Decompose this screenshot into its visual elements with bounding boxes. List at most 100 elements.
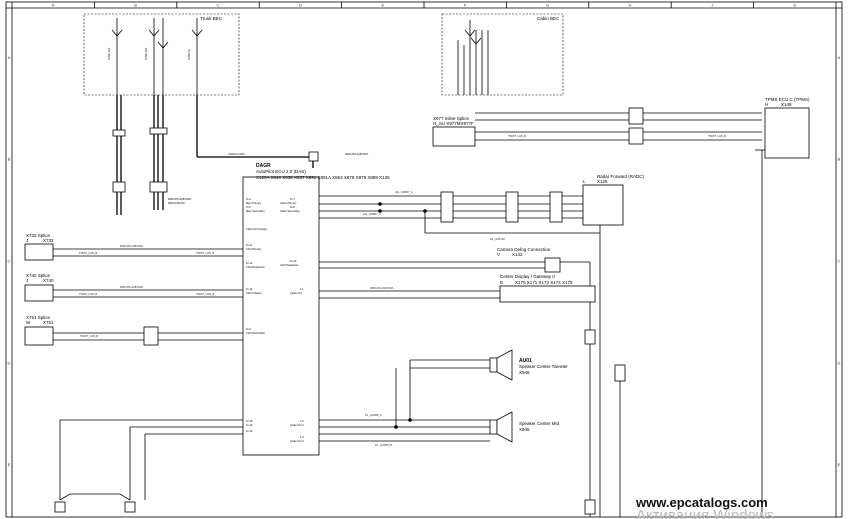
dagr-name: AutoPilot ECU 2.0 (DAS) [256,169,306,174]
grid-row-label: B [8,157,11,162]
x977-inline-splice: X977 Inline Splice H_SU X977MX977F TWIST… [432,107,762,147]
svg-text:9000 ATA AAB WCK: 9000 ATA AAB WCK [120,285,144,289]
svg-text:TWIST_CAN_B: TWIST_CAN_B [80,334,98,338]
svg-text:11.19: 11.19 [290,259,297,263]
svg-text:Z1 _AUD28_A: Z1 _AUD28_A [365,413,382,417]
svg-text:TWIST_CAN_B: TWIST_CAN_B [79,292,97,296]
speaker-mid: Speaker Center Mid X945 Z1 _AUD28_A Z2 _… [319,411,560,447]
svg-text:FUSE 15A: FUSE 15A [144,47,148,60]
x751-splice: X751 Splice W X751 TWIST_CAN_B [24,315,243,346]
grid-row-label: E [8,462,11,467]
svg-text:L: L [583,179,586,184]
svg-text:TWIST_CAN_B: TWIST_CAN_B [508,134,526,138]
center-display-title: Center Display / Gateway II [500,274,555,279]
grid-row-label: D [838,360,841,365]
watermark-overlay: Активация Windows [636,507,774,519]
svg-text:11.4: 11.4 [246,197,251,201]
lower-left-harness [54,419,243,513]
center-display: Center Display / Gateway II E X170 X171 … [319,274,596,303]
svg-text:X751: X751 [43,320,54,325]
svg-text:Z3 _U2X73C: Z3 _U2X73C [490,237,505,241]
svg-text:Audio Out: Audio Out [290,291,302,295]
svg-text:X740: X740 [43,278,54,283]
grid-col-label: J [711,3,713,8]
x732-splice: X732 Splice J X732 TWIST_CAN_B TWIST_CAN… [24,233,243,261]
svg-text:X148: X148 [781,102,792,107]
svg-text:TWIST_CAN_B: TWIST_CAN_B [196,292,214,296]
grid-row-label: E [838,462,841,467]
svg-text:H: H [765,102,768,107]
svg-text:Cabin Primary: Cabin Primary [280,201,297,205]
svg-text:X120A 5 GMC: X120A 5 GMC [228,152,245,156]
tweeter-title: Speaker Center Tweeter [519,364,568,369]
svg-text:W: W [26,320,31,325]
svg-text:11.6: 11.6 [246,205,251,209]
grid-row-label: A [838,55,841,60]
x740-splice: X740 Splice J X740 TWIST_CAN_B TWIST_CAN… [24,273,243,302]
svg-text:CAN Powertrain: CAN Powertrain [246,265,265,269]
svg-text:J: J [26,238,28,243]
svg-text:TWIST_CAN_B: TWIST_CAN_B [79,251,97,255]
grid-col-label: B [134,3,137,8]
grid-col-label: F [464,3,467,8]
svg-text:11.8: 11.8 [290,205,295,209]
x751-title: X751 Splice [26,315,51,320]
cabin-bec-label: Cabin BEC [537,16,560,21]
svg-text:11.15: 11.15 [246,429,253,433]
svg-text:X125: X125 [597,179,608,184]
speaker-tweeter: AU01 Speaker Center Tweeter X946 [395,349,568,427]
svg-text:9000 ATA AAB WCK: 9000 ATA AAB WCK [345,152,369,156]
harness-connectors [112,127,319,193]
svg-text:Z2 _AUD28_B: Z2 _AUD28_B [375,443,392,447]
svg-text:1.1: 1.1 [300,287,304,291]
tpms-ecu: TPMS ECU C (TPMS) H X148 [755,97,810,517]
svg-text:9000 AAB ATA: 9000 AAB ATA [168,201,185,205]
watermark-site: www.epcatalogs.com [635,495,768,510]
radar-forward: Radar Forward (RADC) L X125 Z11_CMD07_A … [319,174,645,517]
svg-text:FUSE 10A: FUSE 10A [107,47,111,60]
wire-codes: X120A 5 GMC 9000 ATA AAB WCK 9000 ATA AA… [168,152,369,205]
x732-title: X732 Splice [26,233,51,238]
svg-text:11.7: 11.7 [290,197,295,201]
grid-row-label: B [838,157,841,162]
svg-text:E: E [500,280,503,285]
svg-text:X945: X945 [519,427,530,432]
trunk-bec-label: Trunk BEC [200,16,223,21]
svg-text:11.2: 11.2 [246,327,251,331]
svg-text:11.14: 11.14 [246,287,253,291]
svg-text:J: J [26,278,28,283]
svg-text:9000 ATA AAB WCK: 9000 ATA AAB WCK [168,197,192,201]
svg-text:FUSE 5A: FUSE 5A [187,49,191,60]
watermark: www.epcatalogs.com Активация Windows [635,495,774,519]
center-display-conn: X170 X171 X172 X174 X175 [515,280,573,285]
svg-text:Main Primary: Main Primary [246,201,262,205]
x977-title: X977 Inline Splice [433,116,470,121]
svg-text:Z11_CMD07_A: Z11_CMD07_A [395,190,413,194]
svg-text:Z11_CMD07_A: Z11_CMD07_A [363,212,381,216]
grid-col-label: A [52,3,55,8]
camera-defog: Camera Defog Connection V X142 [319,247,591,517]
grid-col-label: D [299,3,302,8]
trunk-bec: Trunk BEC FUSE 10A FUSE 15A FUSE 5A [83,13,240,96]
svg-text:X946: X946 [519,370,530,375]
au01-id: AU01 [519,358,532,364]
grid-row-label: D [8,360,11,365]
dagr-connectors: X120A X840 X838 X837 X891 X891A X863 X87… [256,175,390,180]
svg-text:11.18: 11.18 [246,419,253,423]
x977-connectors: H_SU X977MX977F [433,121,474,126]
svg-text:11.16: 11.16 [246,423,253,427]
svg-text:X142: X142 [512,252,523,257]
svg-text:TWIST_CAN_B: TWIST_CAN_B [708,134,726,138]
svg-text:CAN Redundant: CAN Redundant [246,331,265,335]
svg-text:Audio Out 3: Audio Out 3 [290,439,304,443]
radar-title: Radar Forward (RADC) [597,174,645,179]
svg-text:CAN Chassis: CAN Chassis [246,291,262,295]
svg-text:V: V [497,252,500,257]
grid-col-label: C [217,3,220,8]
grid-row-label: C [838,259,841,264]
camera-title: Camera Defog Connection [497,247,551,252]
svg-text:11.13: 11.13 [246,261,253,265]
svg-text:Cabin Secondary: Cabin Secondary [280,209,301,213]
